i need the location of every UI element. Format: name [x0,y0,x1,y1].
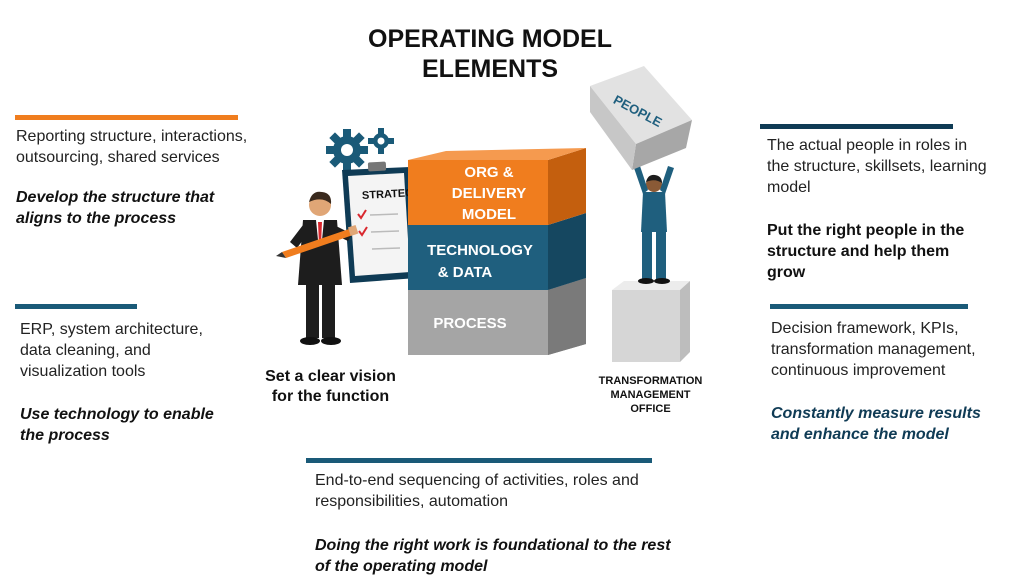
vision-caption-line-2: for the function [271,388,390,405]
clipboard-label: STRATEGY [362,187,422,202]
gears-icon [326,128,394,171]
tmo-caption-line-1: TRANSFORMATION [598,375,703,387]
top-right-bold-line-2: structure and help them [767,243,950,260]
block-org-line-1: ORG & [464,164,513,181]
block-org-line-2: DELIVERY [452,185,526,202]
top-right-desc-line-2: the structure, skillsets, learning [767,158,987,175]
top-left-emph-line-2: aligns to the process [16,210,177,227]
bottom-desc-line-2: responsibilities, automation [315,493,508,510]
title-line-2: ELEMENTS [421,55,559,83]
top-right-emphasis: Put the right people in the structure an… [767,220,1007,283]
mid-left-description: ERP, system architecture, data cleaning,… [20,319,260,382]
top-right-description: The actual people in roles in the struct… [767,135,1007,198]
bottom-emphasis: Doing the right work is foundational to … [315,535,735,577]
bottom-emph-line-2: of the operating model [315,558,488,575]
tmo-caption: TRANSFORMATION MANAGEMENT OFFICE [588,374,713,416]
mid-left-desc-line-1: ERP, system architecture, [20,321,203,338]
mid-right-emph-line-1: Constantly measure results [771,405,981,422]
mid-left-accent-bar [15,304,137,309]
tmo-caption-line-2: MANAGEMENT [610,389,691,401]
mid-right-accent-bar [770,304,968,309]
top-left-emph-line-1: Develop the structure that [16,189,215,206]
block-process: PROCESS [433,315,506,332]
vision-caption: Set a clear vision for the function [248,367,413,407]
top-right-accent-bar [760,124,953,129]
top-right-bold-line-3: grow [767,264,806,281]
person-lifting-figure [634,166,674,284]
top-left-accent-bar [15,115,238,120]
operating-model-blocks: ORG & DELIVERY MODEL TECHNOLOGY & DATA P… [408,148,586,355]
mid-left-emphasis: Use technology to enable the process [20,404,260,446]
businessman-figure [276,191,359,345]
tmo-caption-line-3: OFFICE [630,403,671,415]
title-line-1: OPERATING MODEL [368,25,612,53]
vision-caption-line-1: Set a clear vision [265,368,396,385]
top-right-bold-line-1: Put the right people in the [767,222,965,239]
mid-right-desc-line-2: transformation management, [771,341,976,358]
bottom-desc-line-1: End-to-end sequencing of activities, rol… [315,472,639,489]
block-tech-line-2: & DATA [438,264,493,281]
mid-right-emphasis: Constantly measure results and enhance t… [771,403,1009,445]
bottom-accent-bar [306,458,652,463]
mid-left-desc-line-2: data cleaning, and [20,342,151,359]
page-title: OPERATING MODEL ELEMENTS [330,24,650,84]
bottom-emph-line-1: Doing the right work is foundational to … [315,537,671,554]
top-right-desc-line-3: model [767,179,811,196]
top-left-description: Reporting structure, interactions, outso… [16,126,276,168]
block-org-line-3: MODEL [462,206,516,223]
people-cube: PEOPLE [590,66,692,170]
strategy-clipboard: STRATEGY [342,161,422,283]
mid-right-desc-line-1: Decision framework, KPIs, [771,320,959,337]
top-left-desc-line-1: Reporting structure, interactions, [16,128,248,145]
tmo-pedestal [612,281,690,362]
block-tech-line-1: TECHNOLOGY [427,242,533,259]
mid-right-desc-line-3: continuous improvement [771,362,946,379]
mid-left-desc-line-3: visualization tools [20,363,146,380]
mid-right-description: Decision framework, KPIs, transformation… [771,318,1009,381]
mid-left-emph-line-1: Use technology to enable [20,406,214,423]
top-right-desc-line-1: The actual people in roles in [767,137,968,154]
mid-right-emph-line-2: and enhance the model [771,426,949,443]
top-left-desc-line-2: outsourcing, shared services [16,149,220,166]
bottom-description: End-to-end sequencing of activities, rol… [315,470,715,512]
mid-left-emph-line-2: the process [20,427,110,444]
top-left-emphasis: Develop the structure that aligns to the… [16,187,276,229]
